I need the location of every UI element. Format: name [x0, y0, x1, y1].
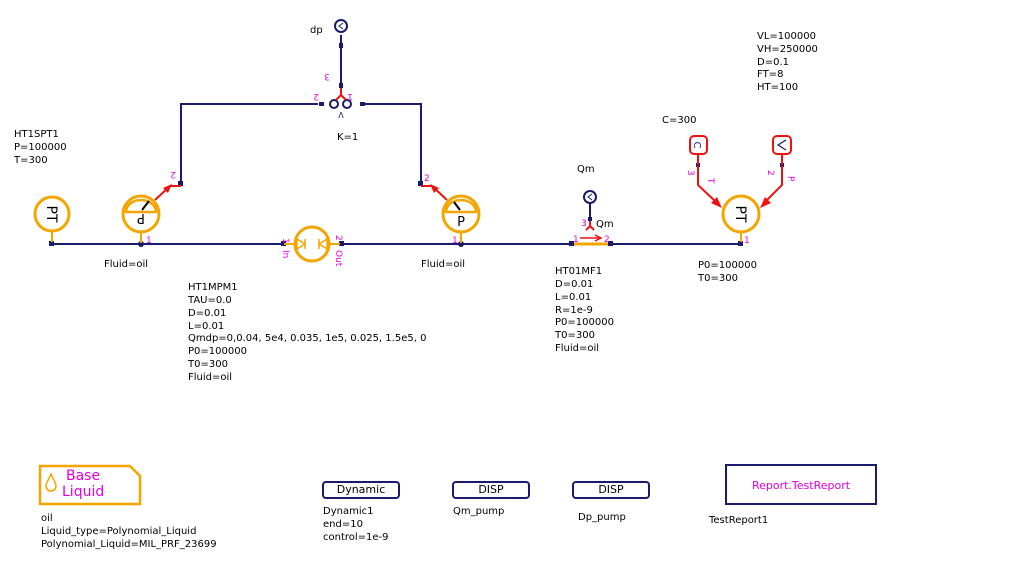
junction-right-pressure	[458, 241, 464, 247]
sink-params: P0=100000 T0=300	[698, 260, 757, 284]
right-pressure-sensor[interactable]: P 2 1	[421, 174, 481, 246]
qm-sensor[interactable]	[583, 190, 597, 204]
report-name: TestReport1	[709, 515, 769, 526]
constant-symbol: C	[691, 142, 702, 149]
dp-label: dp	[310, 25, 323, 36]
port-label: 2	[604, 235, 610, 245]
pump-triangle-icon	[296, 237, 307, 251]
port-label: 3	[324, 71, 330, 81]
qm-label: Qm	[577, 164, 595, 175]
disp-dp-name: Dp_pump	[578, 512, 626, 523]
signal-arrow-icon	[760, 197, 771, 208]
pump-name: HT1MPM1	[188, 282, 238, 293]
port-label: 2	[765, 170, 775, 176]
pump-component[interactable]: 1 2 In Out	[280, 225, 343, 267]
disp-qm-name: Qm_pump	[453, 506, 505, 517]
sink-symbol: PT	[732, 206, 748, 223]
source-name: HT1SPT1	[14, 129, 59, 140]
port-label: Out	[333, 250, 343, 267]
flowmeter-name: HT01MF1	[555, 266, 603, 277]
junction-left-pressure	[138, 241, 144, 247]
left-pressure-sensor[interactable]: P 2 1	[121, 169, 181, 246]
liquid-drop-icon	[45, 472, 57, 492]
dp-sensor[interactable]	[334, 19, 348, 33]
right-pressure-symbol: P	[457, 215, 465, 230]
port-label: 1	[280, 238, 290, 244]
junction-source	[49, 241, 54, 246]
constant-component[interactable]: C	[689, 135, 708, 165]
signal-arrow-icon	[163, 184, 172, 193]
constant-param: C=300	[662, 115, 696, 126]
base-liquid-params: oil Liquid_type=Polynomial_Liquid Polyno…	[41, 513, 217, 550]
port-label: 3	[685, 170, 695, 176]
gauge-dial-icon	[124, 198, 158, 214]
port-label: 1	[744, 236, 750, 246]
port-label: 2	[170, 169, 176, 179]
port-label: 3	[581, 219, 587, 229]
junction-diff-1	[360, 102, 365, 106]
right-pressure-fluid: Fluid=oil	[421, 259, 466, 270]
k-param: K=1	[337, 132, 358, 143]
ramp-component[interactable]	[772, 135, 792, 165]
diff-symbol: V	[338, 110, 344, 119]
sensor-gauge-icon	[338, 22, 344, 30]
gauge-needle-icon	[453, 201, 461, 211]
source-params: P=100000 T=300	[14, 142, 67, 166]
port-label: 1	[573, 235, 579, 245]
port-label: 1	[347, 91, 353, 101]
signal-arrow-icon	[711, 197, 722, 208]
base-liquid-block[interactable]: Base Liquid	[38, 464, 142, 506]
junction-flow-out	[608, 241, 613, 246]
junction-qm	[588, 217, 592, 221]
port-label: In	[280, 250, 290, 258]
sensor-gauge-icon	[587, 193, 593, 201]
pump-params: TAU=0.0 D=0.01 L=0.01 Qmdp=0,0.04, 5e4, …	[188, 295, 427, 383]
wire-left-pressure-to-diff[interactable]	[180, 103, 318, 181]
junction-right-p-port2	[418, 181, 423, 186]
base-liquid-label-2: Liquid	[62, 484, 105, 500]
report-block[interactable]: Report.TestReport	[725, 464, 877, 505]
source-pt-component[interactable]: PT	[33, 195, 71, 242]
junction-left-p-port2	[178, 181, 183, 186]
sink-pt-component[interactable]: PT 1 3 T 2 P	[685, 166, 795, 246]
port-label: 1	[146, 236, 152, 246]
signal-arrow-icon	[430, 184, 439, 193]
junction-pump-out	[339, 241, 344, 246]
gauge-dial-icon	[444, 198, 478, 214]
left-pressure-fluid: Fluid=oil	[104, 259, 149, 270]
pump-triangle-icon	[317, 237, 328, 251]
dynamic-params: Dynamic1 end=10 control=1e-9	[323, 506, 389, 543]
ramp-params: VL=100000 VH=250000 D=0.1 FT=8 HT=100	[757, 31, 818, 94]
junction-sink	[738, 241, 743, 246]
port-label: P	[785, 176, 795, 182]
ramp-icon	[776, 139, 787, 151]
junction-diff-2	[319, 102, 324, 106]
port-label: 2	[313, 91, 319, 101]
junction-dp-top	[339, 43, 343, 48]
port-label: 2	[424, 174, 430, 184]
junction-diff-3	[339, 83, 343, 88]
base-liquid-label-1: Base	[66, 468, 101, 484]
wire-right-pressure-to-diff[interactable]	[362, 103, 422, 181]
disp-dp-block[interactable]: DISP	[572, 481, 650, 499]
disp-qm-block[interactable]: DISP	[452, 481, 530, 499]
port-label: 1	[452, 236, 458, 246]
port-label: T	[705, 177, 715, 184]
dynamic-block[interactable]: Dynamic	[322, 481, 400, 499]
base-liquid-frame	[38, 464, 142, 506]
port-label: 2	[333, 235, 343, 241]
junction-flow-in	[569, 241, 574, 246]
left-pressure-symbol: P	[137, 210, 145, 225]
flowmeter-component[interactable]: 1 2 3	[573, 219, 610, 246]
junction-pump-in	[281, 241, 286, 246]
source-symbol: PT	[43, 206, 59, 223]
flow-arrow-icon	[594, 234, 603, 242]
qm-port-label: Qm	[596, 219, 614, 230]
differential-component[interactable]: V 3 2 1	[313, 71, 353, 119]
gauge-needle-icon	[141, 200, 150, 211]
flowmeter-params: D=0.01 L=0.01 R=1e-9 P0=100000 T0=300 Fl…	[555, 279, 614, 354]
